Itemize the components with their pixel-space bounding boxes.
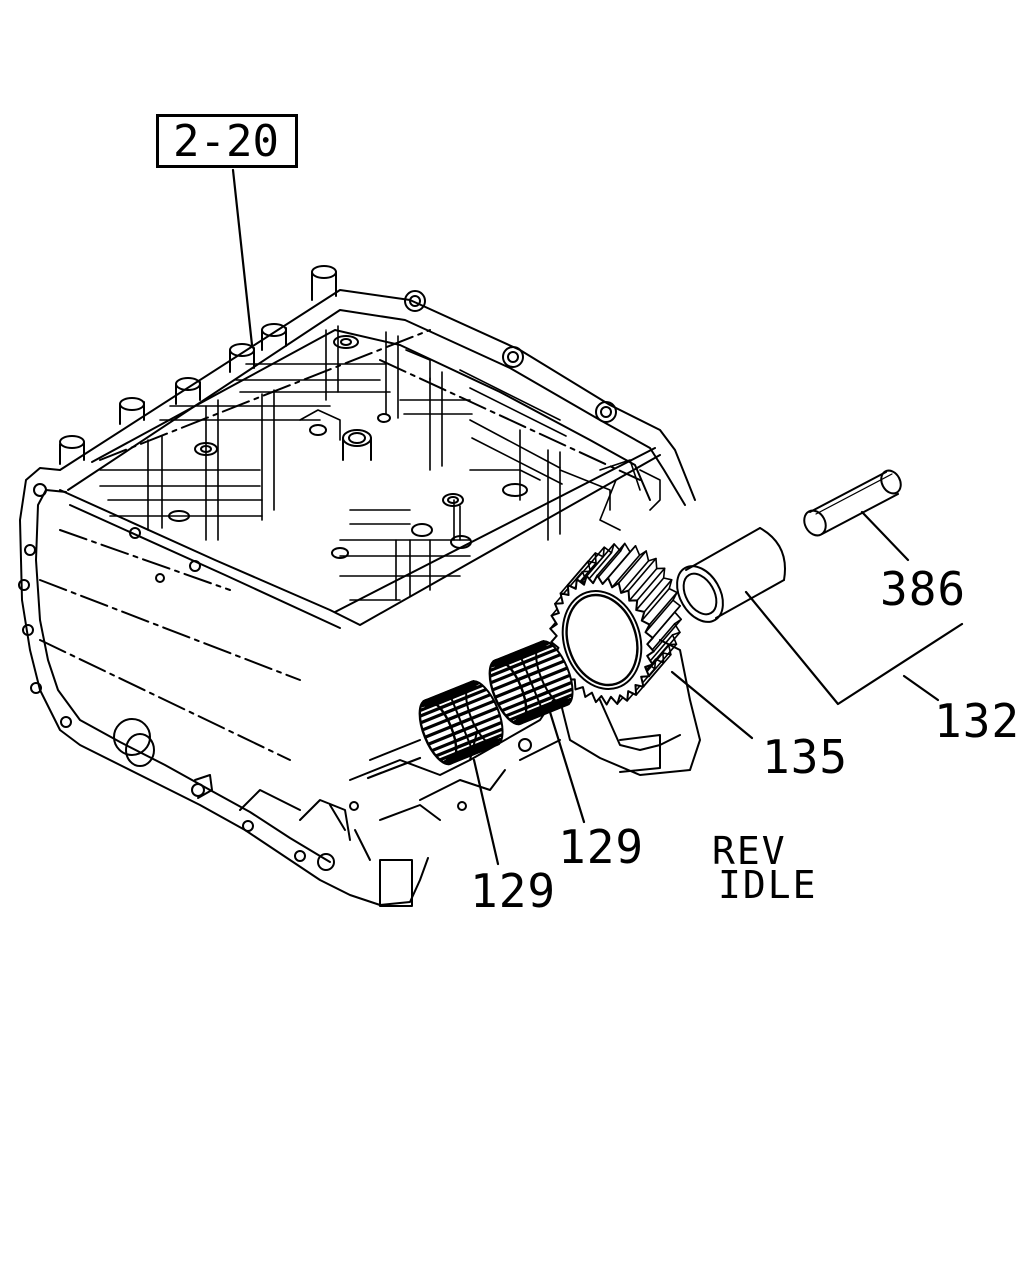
reference-box-label: 2-20 [173, 116, 279, 167]
callout-386: 386 [880, 562, 967, 616]
leader-129-right [548, 710, 586, 824]
leader-129-left [472, 758, 500, 866]
leader-135 [670, 670, 754, 740]
sleeve-part-132 [676, 527, 786, 623]
reference-box: 2-20 [156, 114, 298, 168]
leader-132-bracket [744, 590, 964, 706]
transmission-case [18, 265, 701, 907]
needle-bearing-part-129-left [418, 679, 504, 766]
callout-135: 135 [762, 730, 849, 784]
note-rev: REV [712, 829, 787, 873]
callout-129-right: 129 [558, 820, 645, 874]
needle-bearing-part-129-right [488, 639, 574, 726]
leader-386 [860, 510, 910, 562]
callout-129-left: 129 [470, 864, 557, 918]
callout-132: 132 [934, 694, 1021, 748]
shaft-part-386 [803, 469, 902, 537]
leader-2-20 [231, 168, 254, 347]
leader-132 [902, 674, 940, 702]
leader-lines [231, 168, 964, 866]
note-idle: IDLE [718, 863, 818, 907]
idler-gear-part-135 [549, 542, 682, 706]
leader-bearing-axis [366, 756, 422, 780]
